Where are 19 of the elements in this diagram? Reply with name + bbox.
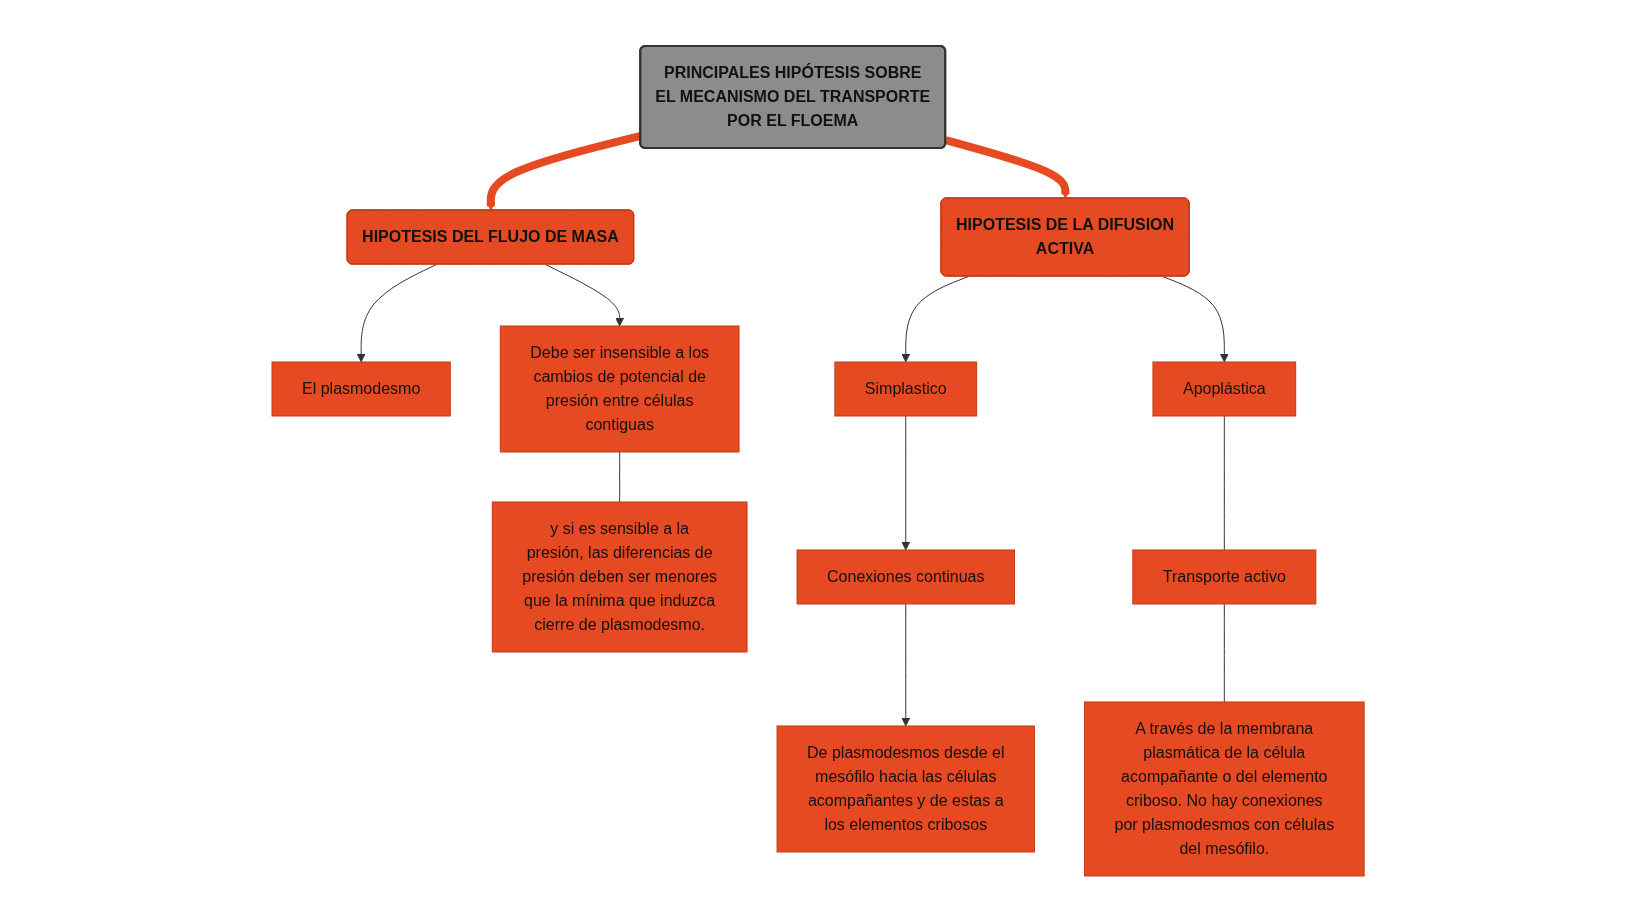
arrow (545, 263, 625, 326)
node-box: Apoplástica (1152, 361, 1297, 416)
arrow (901, 275, 970, 362)
node-box: Transporte activo (1132, 549, 1317, 604)
node-box: A través de la membrana plasmática de la célula acompañante o del elemento criboso. No hay conexiones por plasmodesmos con células del mesófilo. (1084, 701, 1366, 876)
connector (1224, 415, 1226, 550)
arrow (901, 603, 911, 726)
arrow (945, 135, 1071, 199)
arrow (1162, 275, 1230, 362)
arrow (901, 415, 911, 550)
node-box: De plasmodesmos desde el mesófilo hacia las células acompañantes y de estas a los elementos cribosos (776, 725, 1036, 852)
connector (619, 451, 621, 502)
node-box: Debe ser insensible a los cambios de potencial de presión entre células contiguas (500, 325, 740, 452)
node-box: Simplastico (834, 361, 978, 416)
node-box: y si es sensible a la presión, las diferencias de presión deben ser menores que la mínima que induzca cierre de plasmodesmo. (492, 501, 748, 652)
node-box: El plasmodesmo (271, 361, 452, 416)
arrow (357, 263, 438, 362)
node-box: Conexiones continuas (796, 549, 1016, 604)
connector (1224, 603, 1226, 702)
